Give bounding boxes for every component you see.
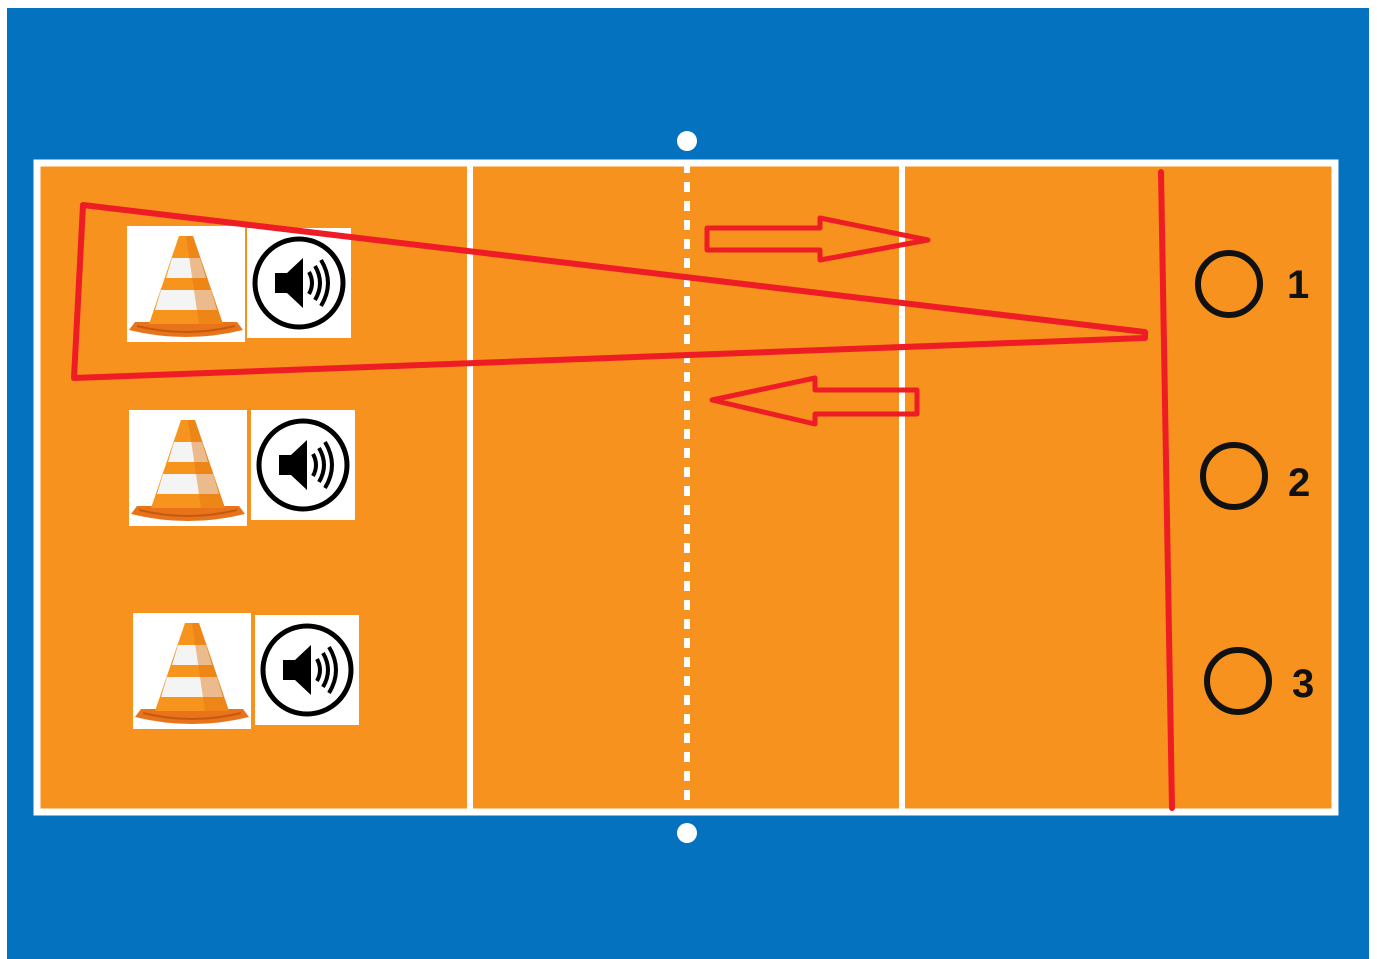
station-2	[128, 409, 355, 527]
arrow-right-icon	[704, 215, 931, 263]
traffic-cone-icon	[126, 225, 246, 343]
speaker-icon	[247, 228, 351, 338]
player-3: 3	[1204, 647, 1314, 715]
drill-path-triangle	[71, 202, 1148, 381]
drill-boundary-line	[1158, 169, 1175, 811]
player-1: 1	[1195, 250, 1309, 318]
net-post-top	[677, 131, 697, 151]
player-marker	[1200, 442, 1268, 510]
player-label: 1	[1287, 263, 1309, 307]
speaker-icon	[255, 615, 359, 725]
speaker-icon	[251, 410, 355, 520]
station-1	[126, 225, 351, 343]
player-marker	[1204, 647, 1272, 715]
traffic-cone-icon	[128, 409, 248, 527]
arrow-left-icon	[709, 375, 920, 427]
net-post-bottom	[677, 823, 697, 843]
player-2: 2	[1200, 442, 1310, 510]
traffic-cone-icon	[132, 612, 252, 730]
player-label: 2	[1288, 461, 1310, 505]
player-label: 3	[1292, 662, 1314, 706]
station-3	[132, 612, 359, 730]
player-marker	[1195, 250, 1263, 318]
